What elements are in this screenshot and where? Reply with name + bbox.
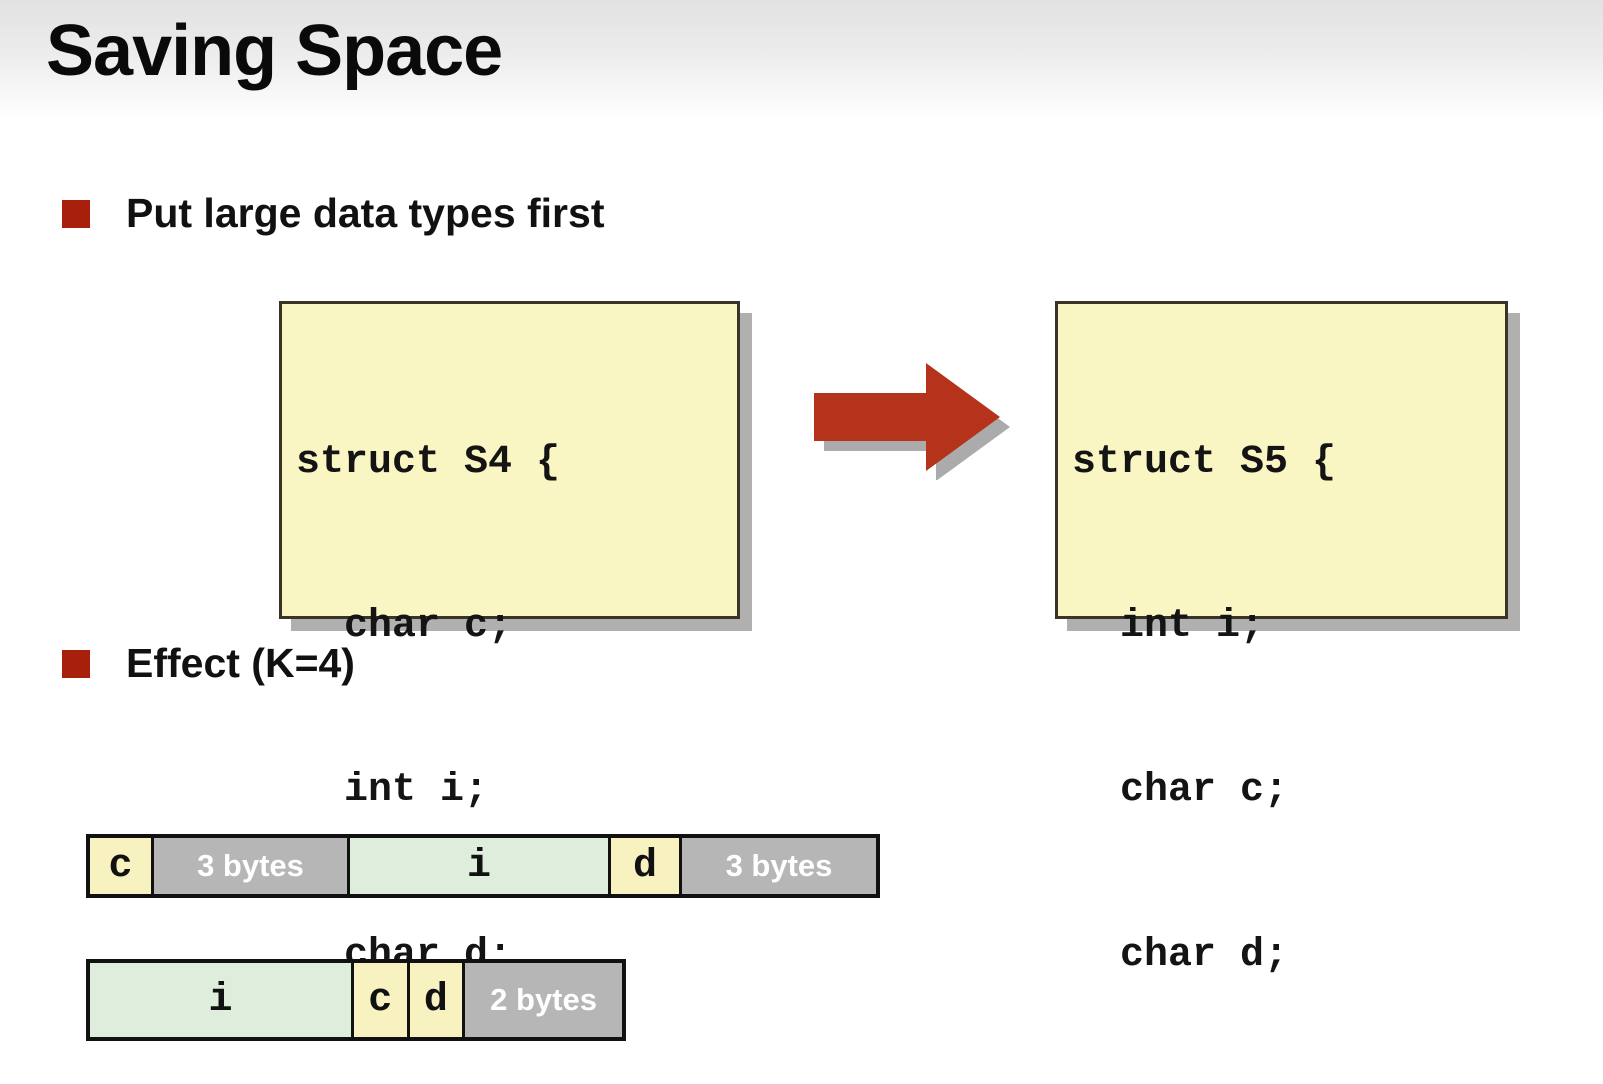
- code-line: int i;: [1072, 603, 1265, 649]
- memory-cell: 2 bytes: [465, 963, 622, 1037]
- memory-cell: c: [354, 963, 410, 1037]
- memory-layout-s5: i c d 2 bytes: [86, 959, 626, 1041]
- square-bullet-icon: [62, 199, 90, 228]
- code-line: char c;: [296, 603, 513, 649]
- memory-cell-label: 2 bytes: [490, 982, 597, 1017]
- memory-cell: c: [90, 838, 154, 894]
- memory-cell-label: d: [632, 843, 657, 889]
- bullet-item-label: Put large data types first: [126, 190, 605, 236]
- bullet-item-effect: Effect (K=4): [62, 640, 355, 687]
- memory-cell-label: i: [466, 843, 491, 889]
- memory-cell: 3 bytes: [154, 838, 350, 894]
- memory-cell: i: [350, 838, 611, 894]
- memory-cell-label: 3 bytes: [725, 848, 833, 883]
- memory-cell: 3 bytes: [682, 838, 876, 894]
- code-line: struct S5 {: [1072, 439, 1337, 485]
- memory-cell-label: i: [208, 977, 233, 1023]
- bullet-item-put-large-data-types-first: Put large data types first: [62, 190, 604, 237]
- code-line: struct S4 {: [296, 439, 561, 485]
- memory-layout-s4: c 3 bytes i d 3 bytes: [86, 834, 880, 898]
- slide-header-gradient: [0, 0, 1603, 118]
- page-title: Saving Space: [46, 11, 503, 91]
- memory-cell-label: d: [423, 977, 448, 1023]
- code-line: char c;: [1072, 768, 1289, 814]
- memory-cell: i: [90, 963, 354, 1037]
- code-block-s5: struct S5 { int i; char c; char d; } *p;: [1055, 301, 1508, 978]
- bullet-item-label: Effect (K=4): [126, 640, 355, 686]
- memory-cell: d: [611, 838, 682, 894]
- right-arrow-icon: [800, 355, 1010, 481]
- code-line: char d;: [1072, 932, 1289, 978]
- memory-cell-label: c: [108, 843, 133, 889]
- memory-cell-label: c: [368, 977, 393, 1023]
- square-bullet-icon: [62, 649, 90, 678]
- code-line: int i;: [296, 768, 489, 814]
- code-block-s4: struct S4 { char c; int i; char d; } *p;: [279, 301, 740, 978]
- memory-cell-label: 3 bytes: [197, 848, 304, 883]
- memory-cell: d: [409, 963, 466, 1037]
